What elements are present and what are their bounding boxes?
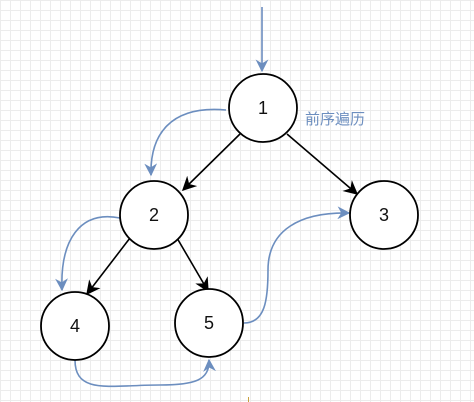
edge-2-5 bbox=[176, 237, 209, 293]
tree-node-3: 3 bbox=[349, 180, 419, 250]
node-label: 5 bbox=[204, 313, 214, 333]
node-label: 4 bbox=[70, 316, 80, 336]
node-label: 2 bbox=[149, 205, 159, 225]
traversal-4-to-5 bbox=[74, 358, 216, 388]
traversal-2-to-4 bbox=[55, 215, 121, 292]
cursor-marker bbox=[248, 397, 249, 402]
edge-2-4 bbox=[86, 237, 131, 296]
node-label: 1 bbox=[258, 98, 268, 118]
tree-node-1: 1 bbox=[228, 73, 298, 143]
traversal-5-to-3 bbox=[243, 206, 351, 324]
tree-node-2: 2 bbox=[119, 180, 189, 250]
edge-1-2 bbox=[181, 133, 241, 192]
traversal-1-to-2 bbox=[144, 108, 227, 177]
node-label: 3 bbox=[379, 205, 389, 225]
traversal-annotation: 前序遍历 bbox=[305, 110, 365, 128]
tree-node-5: 5 bbox=[174, 288, 244, 358]
edge-1-3 bbox=[286, 133, 359, 195]
tree-node-4: 4 bbox=[40, 291, 110, 361]
